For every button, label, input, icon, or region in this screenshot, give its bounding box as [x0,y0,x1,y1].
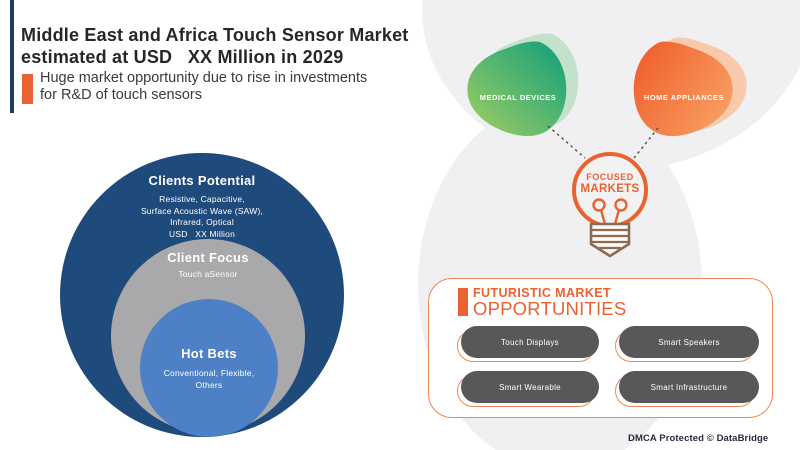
clients-potential-line-1: Resistive, Capacitive, [159,194,245,204]
opportunity-pill-touch-displays: Touch Displays [457,326,599,362]
focused-markets-label-line-2: MARKETS [580,183,640,195]
pill-label: Touch Displays [500,337,559,347]
client-focus-details: Touch aSensor [111,269,305,281]
title-line-2: estimated at USD XX Million in 2029 [21,47,344,67]
client-focus-title: Client Focus [167,250,249,265]
medical-devices-label: MEDICAL DEVICES [479,93,557,102]
hot-bets-title: Hot Bets [181,346,237,361]
subtitle-line-1: Huge market opportunity due to rise in i… [40,70,368,86]
pill: Touch Displays [461,326,599,358]
opportunities-heading-line-2: OPPORTUNITIES [473,298,627,319]
subtitle-line-2: for R&D of touch sensors [40,87,202,103]
title-line-1: Middle East and Africa Touch Sensor Mark… [21,25,409,45]
title-accent-rule [10,0,14,113]
hot-bets-line-2: Others [195,379,223,390]
opportunities-accent-bar [458,288,468,316]
pill: Smart Infrastructure [619,371,759,403]
hot-bets-line-1: Conventional, Flexible, [163,368,255,378]
clients-potential-details: Resistive, Capacitive, Surface Acoustic … [60,194,344,240]
opportunities-heading-line-1: FUTURISTIC MARKET [473,286,612,300]
clients-potential-title: Clients Potential [148,173,256,188]
futuristic-market-panel: FUTURISTIC MARKET OPPORTUNITIES Touch Di… [428,278,773,418]
circle-hot-bets [140,299,278,437]
clients-potential-line-3: Infrared, Optical [170,217,234,227]
pill: Smart Wearable [461,371,599,403]
subtitle: Huge market opportunity due to rise in i… [40,70,367,104]
focused-markets-label-line-1: FOCUSED [586,172,634,182]
pill-label: Smart Wearable [499,382,561,392]
dmca-watermark: DMCA Protected © DataBridge [628,433,769,444]
subtitle-accent-bar [22,74,33,104]
pill-label: Smart Infrastructure [650,382,728,392]
client-focus-line-1: Touch aSensor [178,269,238,279]
opportunity-pill-smart-speakers: Smart Speakers [615,326,759,362]
clients-potential-line-2: Surface Acoustic Wave (SAW), [140,205,264,216]
page-title: Middle East and Africa Touch Sensor Mark… [21,24,408,68]
clients-potential-line-4: USD XX Million [168,228,236,239]
opportunity-pill-smart-wearable: Smart Wearable [457,371,599,407]
pill: Smart Speakers [619,326,759,358]
hot-bets-details: Conventional, Flexible, Others [140,368,278,391]
home-appliances-label: HOME APPLIANCES [643,93,725,102]
pill-label: Smart Speakers [658,337,720,347]
opportunity-pill-smart-infrastructure: Smart Infrastructure [615,371,759,407]
